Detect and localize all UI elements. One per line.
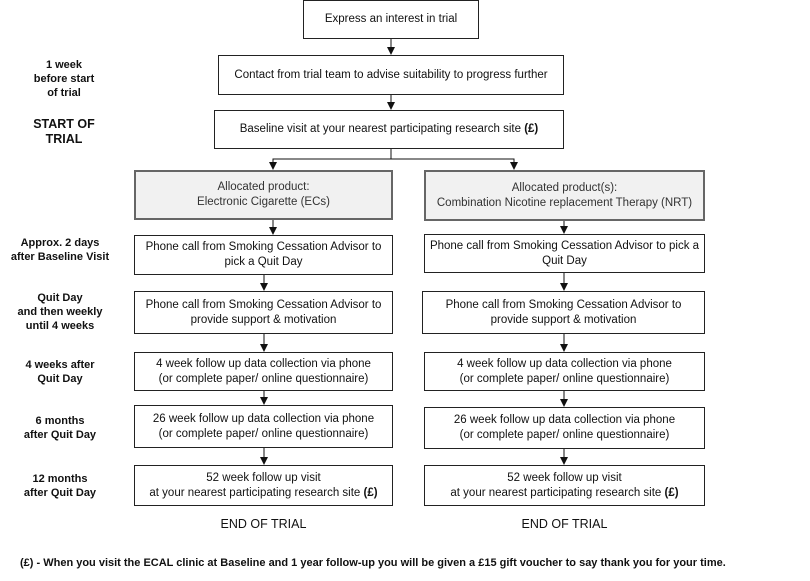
ec-call-quit-day-text: Phone call from Smoking Cessation Adviso… <box>145 241 382 268</box>
step-contact-text: Contact from trial team to advise suitab… <box>234 68 548 81</box>
ec-product-heading: Allocated product: <box>217 181 310 193</box>
timeline-4-weeks-l1: 4 weeks after <box>25 359 95 371</box>
timeline-approx-l2: after Baseline Visit <box>10 251 110 263</box>
ec-end-of-trial: END OF TRIAL <box>220 517 307 531</box>
ec-followup-26-week: 26 week follow up data collection via ph… <box>134 405 393 448</box>
nrt-fu52-line2: at your nearest participating research s… <box>450 486 662 499</box>
voucher-marker: (£) <box>363 486 378 499</box>
allocated-product-ec: Allocated product: Electronic Cigarette … <box>134 170 393 220</box>
nrt-fu52-line2-wrap: at your nearest participating research s… <box>450 486 678 501</box>
ec-call-quit-day: Phone call from Smoking Cessation Adviso… <box>134 235 393 275</box>
timeline-week-before: 1 week before start of trial <box>10 58 118 100</box>
timeline-4-weeks: 4 weeks after Quit Day <box>5 358 115 386</box>
ec-fu4-line1: 4 week follow up data collection via pho… <box>156 357 371 370</box>
timeline-6-months-l2: after Quit Day <box>23 429 97 441</box>
step-express-interest: Express an interest in trial <box>303 0 479 39</box>
timeline-week-before-l2: before start <box>33 73 95 85</box>
nrt-fu52-line1: 52 week follow up visit <box>507 471 622 484</box>
timeline-approx-l1: Approx. 2 days <box>20 237 100 249</box>
nrt-fu4-line1: 4 week follow up data collection via pho… <box>457 357 672 370</box>
ec-followup-4-week: 4 week follow up data collection via pho… <box>134 352 393 391</box>
nrt-followup-4-week: 4 week follow up data collection via pho… <box>424 352 705 391</box>
ec-product-name: Electronic Cigarette (ECs) <box>197 196 330 208</box>
timeline-12-months-l2: after Quit Day <box>23 487 97 499</box>
ec-followup-52-week: 52 week follow up visit at your nearest … <box>134 465 393 506</box>
allocated-product-nrt: Allocated product(s): Combination Nicoti… <box>424 170 705 221</box>
ec-fu52-line2: at your nearest participating research s… <box>149 486 361 499</box>
timeline-12-months-l1: 12 months <box>32 473 88 485</box>
voucher-footnote: (£) - When you visit the ECAL clinic at … <box>20 557 726 569</box>
step-contact-trial-team: Contact from trial team to advise suitab… <box>218 55 564 95</box>
nrt-fu26-line1: 26 week follow up data collection via ph… <box>453 414 676 426</box>
nrt-call-quit-day: Phone call from Smoking Cessation Adviso… <box>424 234 705 273</box>
ec-call-support: Phone call from Smoking Cessation Adviso… <box>134 291 393 334</box>
nrt-call-quit-day-text: Phone call from Smoking Cessation Adviso… <box>429 239 700 267</box>
voucher-marker: (£) <box>524 123 539 135</box>
nrt-end-of-trial: END OF TRIAL <box>521 517 608 531</box>
timeline-12-months: 12 months after Quit Day <box>5 472 115 500</box>
nrt-fu26-line2: (or complete paper/ online questionnaire… <box>459 429 670 441</box>
ec-fu26-line1: 26 week follow up data collection via ph… <box>152 412 375 425</box>
timeline-approx-2-days: Approx. 2 days after Baseline Visit <box>0 236 120 264</box>
timeline-6-months: 6 months after Quit Day <box>5 414 115 442</box>
branch-line <box>272 158 515 167</box>
timeline-start-l2: TRIAL <box>45 132 83 146</box>
nrt-call-support-text: Phone call from Smoking Cessation Adviso… <box>445 298 682 326</box>
ec-call-support-text: Phone call from Smoking Cessation Adviso… <box>145 298 382 326</box>
timeline-quit-day: Quit Day and then weekly until 4 weeks <box>5 291 115 333</box>
nrt-product-name: Combination Nicotine replacement Therapy… <box>436 196 693 209</box>
timeline-start-of-trial: START OF TRIAL <box>10 117 118 147</box>
step-express-interest-text: Express an interest in trial <box>324 13 458 25</box>
timeline-quit-day-l2: and then weekly <box>17 306 103 318</box>
timeline-week-before-l1: 1 week <box>45 59 83 71</box>
ec-fu52-line1: 52 week follow up visit <box>206 471 321 484</box>
timeline-week-before-l3: of trial <box>47 87 81 99</box>
nrt-followup-26-week: 26 week follow up data collection via ph… <box>424 407 705 449</box>
nrt-fu4-line2: (or complete paper/ online questionnaire… <box>459 372 670 385</box>
ec-fu26-line2: (or complete paper/ online questionnaire… <box>158 427 369 440</box>
timeline-6-months-l1: 6 months <box>35 415 85 427</box>
timeline-quit-day-l3: until 4 weeks <box>25 320 95 332</box>
nrt-product-heading: Allocated product(s): <box>511 181 618 194</box>
timeline-start-l1: START OF <box>33 117 95 131</box>
nrt-followup-52-week: 52 week follow up visit at your nearest … <box>424 465 705 506</box>
ec-fu52-line2-wrap: at your nearest participating research s… <box>149 486 377 501</box>
ec-fu4-line2: (or complete paper/ online questionnaire… <box>158 372 369 385</box>
baseline-label: Baseline visit at your nearest participa… <box>239 123 521 135</box>
step-baseline-visit: Baseline visit at your nearest participa… <box>214 110 564 149</box>
step-baseline-text: Baseline visit at your nearest participa… <box>240 122 539 137</box>
timeline-4-weeks-l2: Quit Day <box>37 373 83 385</box>
voucher-marker: (£) <box>664 486 679 499</box>
timeline-quit-day-l1: Quit Day <box>37 292 83 304</box>
nrt-call-support: Phone call from Smoking Cessation Adviso… <box>422 291 705 334</box>
